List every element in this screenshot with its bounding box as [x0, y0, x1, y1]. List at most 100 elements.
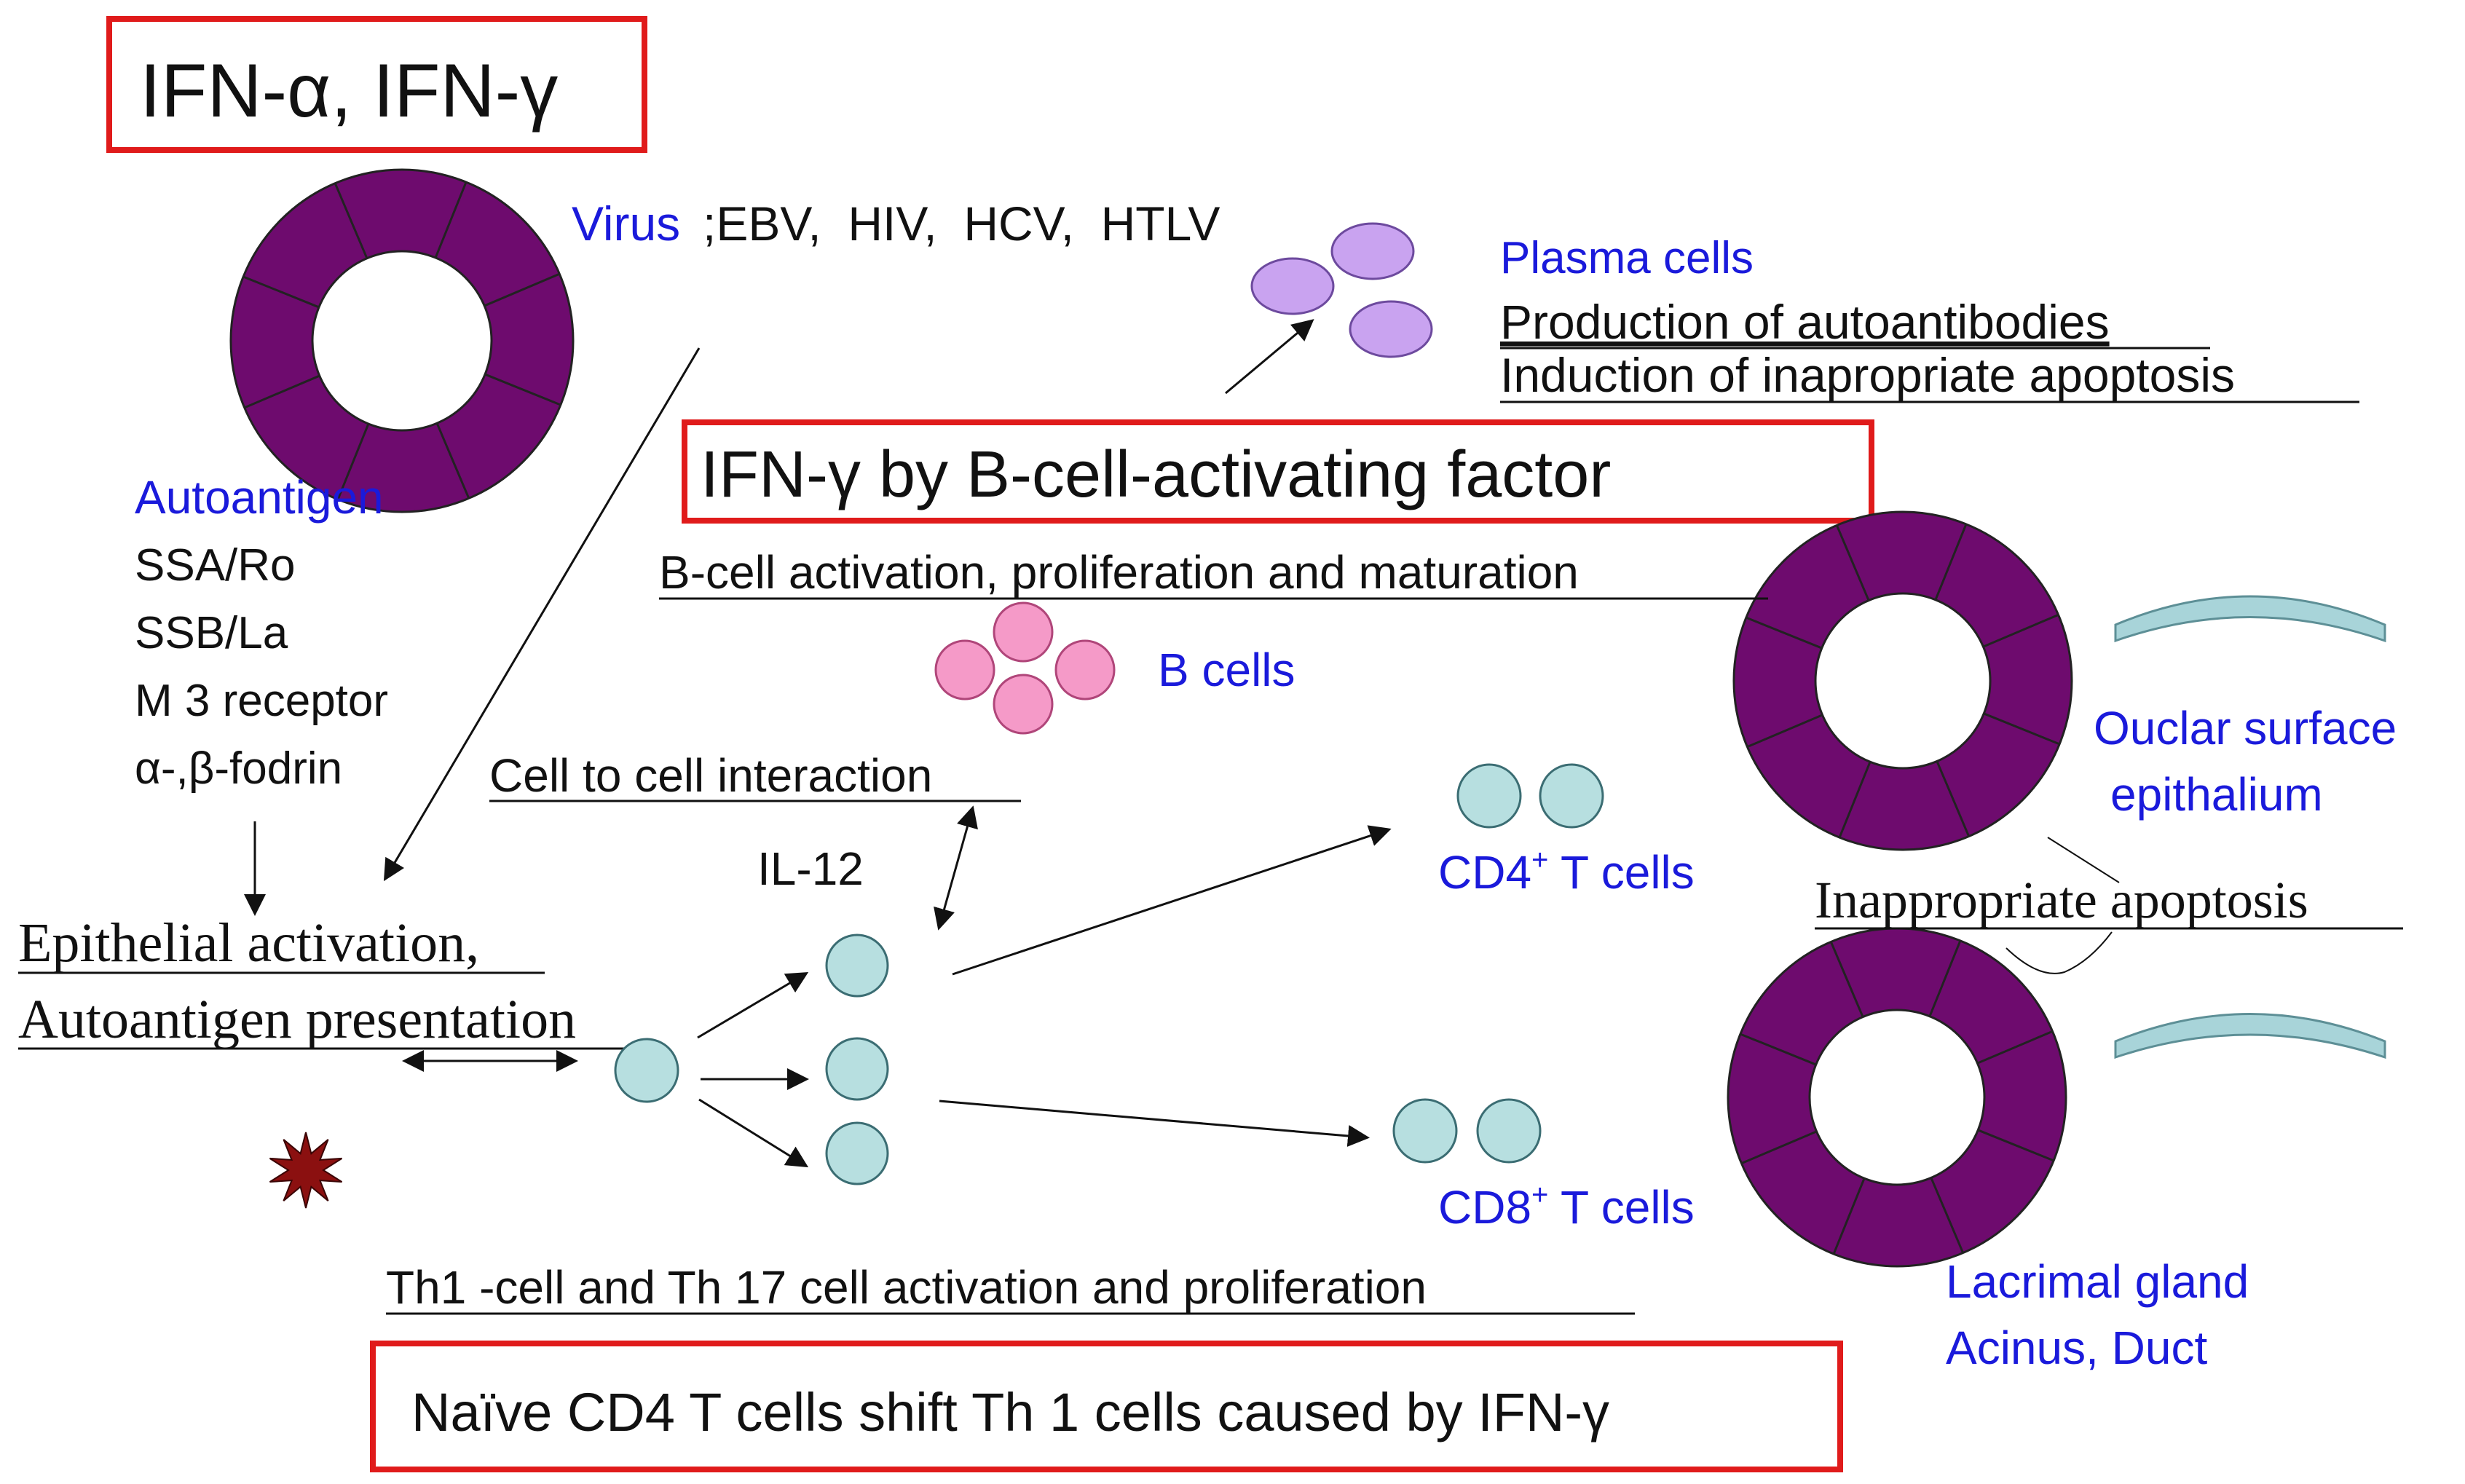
b-cell [934, 639, 995, 700]
b-cells-label: B cells [1158, 644, 1295, 696]
ring-segment-divider [1746, 714, 1823, 749]
arrow-to-plasma [1225, 319, 1314, 395]
ring-segment-divider [1832, 1177, 1866, 1255]
cd4-label-rest: T cells [1548, 846, 1694, 899]
ring-segment-divider [1982, 613, 2059, 648]
arrow-virus-to-epithelial [383, 347, 701, 882]
ring-segment-divider [336, 423, 370, 500]
plasma-cell [1330, 222, 1415, 280]
b-cell [993, 674, 1054, 735]
arrow-apc-to-tcell-top [697, 971, 809, 1039]
autoantigen-item: SSA/Ro [135, 540, 296, 591]
ring-body [1734, 512, 2072, 850]
arrow-apc-to-tcell-bottom [698, 1098, 809, 1168]
ring-segment-divider [1746, 616, 1823, 650]
cd8-label: CD8+ T cells [1438, 1179, 1695, 1234]
ring-segment-divider [1835, 524, 1870, 601]
ring-segment-divider [1740, 1033, 1817, 1066]
ring-segment-divider [1930, 1177, 1965, 1254]
epithelial-line-1: Epithelial activation, [18, 912, 479, 974]
ring-segment-divider [1976, 1030, 2054, 1065]
plasma-cells-label: Plasma cells [1500, 233, 1754, 283]
ocular-line-1: Ouclar surface [2094, 702, 2397, 754]
ring-body [231, 170, 573, 512]
plasma-line-2: Induction of inapropriate apoptosis [1500, 348, 2235, 402]
ocular-epithelium-arc [2114, 595, 2386, 643]
cell-interaction-text: Cell to cell interaction [489, 749, 932, 802]
cd4-label: CD4+ T cells [1438, 844, 1695, 899]
ring-segment-divider [1936, 760, 1971, 837]
b-cell [1054, 639, 1116, 700]
ring-segment-divider [244, 374, 320, 409]
antigen-presenting-cell [614, 1038, 679, 1103]
lacrimal-ring [1727, 927, 2067, 1268]
ring-segment-divider [484, 373, 561, 406]
cd8-t-cell [1392, 1098, 1458, 1164]
t-cell [825, 1121, 889, 1185]
inappropriate-apoptosis-text: Inappropriate apoptosis [1815, 871, 2308, 929]
connector-ocular-apoptosis [2047, 837, 2120, 883]
box-ifn-gamma-baff [682, 419, 1874, 524]
ring-edge [229, 168, 575, 513]
autoantigen-item: α-,β-fodrin [135, 743, 342, 794]
t-cell [825, 1037, 889, 1101]
box-ifn-alpha-gamma-text: IFN-α, IFN-γ [140, 49, 558, 133]
autoantigen-label: Autoantigen [135, 471, 384, 524]
ring-segment-divider [334, 183, 368, 259]
ring-edge [311, 250, 493, 432]
plasma-cell [1349, 300, 1433, 358]
virus-list: ;EBV, HIV, HCV, HTLV [703, 197, 1220, 250]
plasma-line-1: Production of autoantibodies [1500, 295, 2110, 349]
arrow-to-cd4 [952, 825, 1392, 976]
autoantigen-ring [229, 168, 575, 513]
lacrimal-arc [2114, 1013, 2386, 1059]
ring-segment-divider [242, 275, 320, 309]
box-naive-cd4 [370, 1341, 1843, 1472]
ring-edge [1808, 1009, 1986, 1186]
box-ifn-gamma-baff-text: IFN-γ by B-cell-activating factor [701, 438, 1611, 511]
autoantigen-item: M 3 receptor [135, 676, 388, 726]
cd4-t-cell [1456, 763, 1522, 829]
epithelial-line-2: Autoantigen presentation [18, 989, 576, 1050]
ring-segment-divider [435, 422, 470, 499]
cd8-label-sup: + [1531, 1179, 1548, 1211]
cd8-label-rest: T cells [1548, 1181, 1694, 1234]
arrow-bidirectional-interaction [934, 805, 978, 931]
connector-apoptosis-lacrimal [2005, 931, 2113, 974]
virus-label: Virus [572, 197, 680, 250]
ring-segment-divider [1838, 761, 1872, 838]
ring-segment-divider [484, 272, 560, 307]
box-naive-cd4-text: Naïve CD4 T cells shift Th 1 cells cause… [411, 1382, 1609, 1442]
autoantigen-item: SSB/La [135, 608, 288, 658]
ocular-line-2: epithalium [2110, 768, 2323, 821]
ring-edge [1814, 592, 1992, 770]
cd8-label-name: CD8 [1438, 1181, 1531, 1234]
ring-segment-divider [1934, 524, 1968, 601]
cd8-t-cell [1476, 1098, 1542, 1164]
cd4-label-name: CD4 [1438, 846, 1531, 899]
virus-particle-star-icon [269, 1132, 343, 1209]
cd4-t-cell [1539, 763, 1604, 829]
cd4-label-sup: + [1531, 844, 1548, 876]
ocular-ring [1732, 510, 2073, 851]
ring-segment-divider [434, 181, 468, 258]
il12-label: IL-12 [757, 842, 864, 895]
ring-segment-divider [1829, 941, 1864, 1018]
ring-segment-divider [1977, 1129, 2054, 1162]
lacrimal-line-2: Acinus, Duct [1946, 1322, 2207, 1374]
b-activation-text: B-cell activation, proliferation and mat… [659, 546, 1579, 599]
ring-edge [1732, 510, 2073, 851]
t-cell [825, 934, 889, 998]
th-activation-text: Th1 -cell and Th 17 cell activation and … [386, 1261, 1427, 1314]
ring-segment-divider [1983, 712, 2060, 746]
plasma-cell [1250, 257, 1335, 315]
ring-segment-divider [1928, 940, 1962, 1017]
arrow-to-cd8 [939, 1100, 1370, 1147]
ring-segment-divider [1740, 1130, 1818, 1165]
lacrimal-line-1: Lacrimal gland [1946, 1255, 2249, 1308]
box-ifn-alpha-gamma [106, 16, 647, 153]
ring-body [1728, 928, 2066, 1266]
b-cell [993, 601, 1054, 663]
